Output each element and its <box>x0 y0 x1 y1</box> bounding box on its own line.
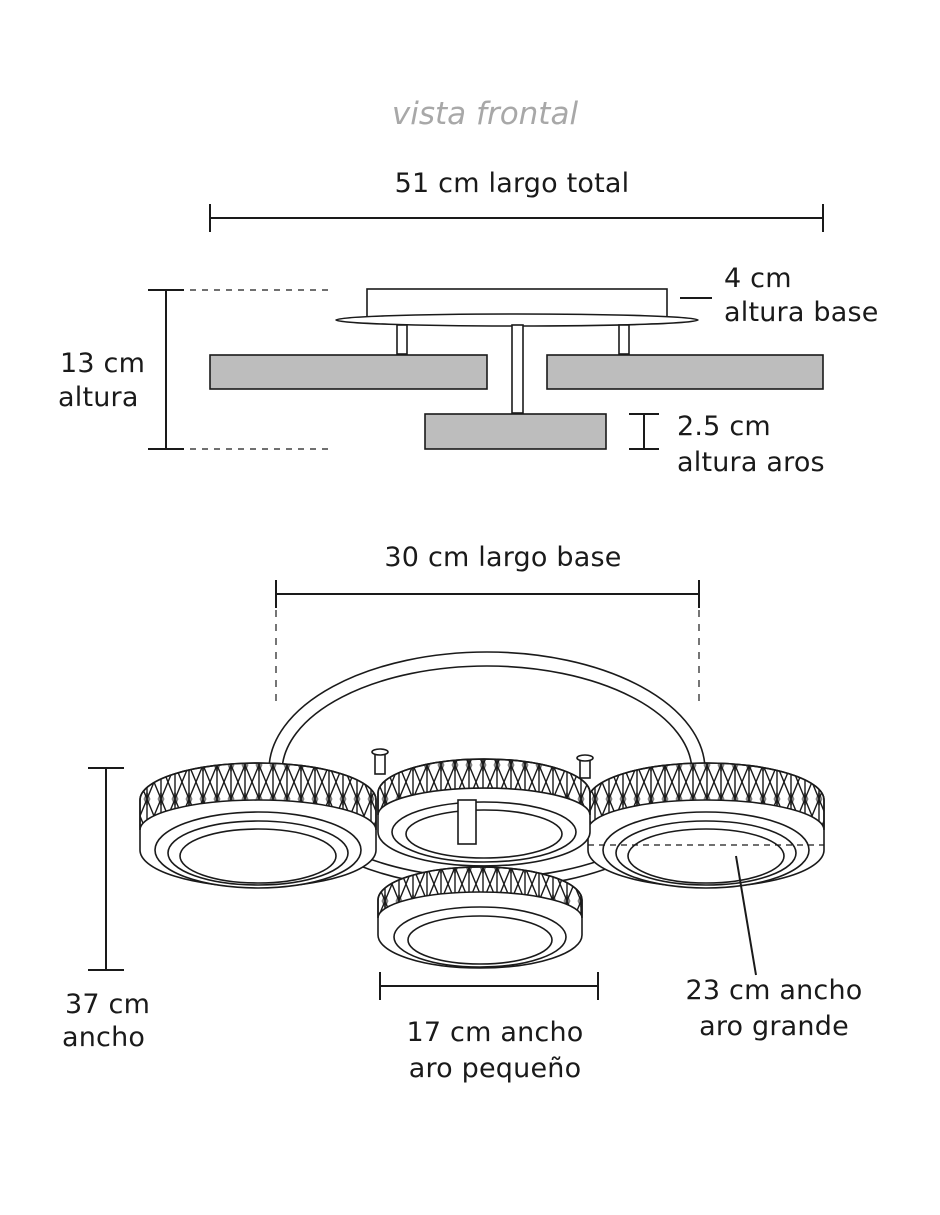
ring-small <box>377 866 583 969</box>
small-ring-label-line1: 17 cm ancho <box>406 1017 584 1048</box>
ring-left <box>139 762 377 889</box>
ring-panel-left <box>209 354 488 390</box>
total-length-label: 51 cm largo total <box>394 168 630 199</box>
small-ring-label-line2: aro pequeño <box>408 1053 582 1084</box>
ring-height-label: altura aros <box>677 447 825 478</box>
height-value: 13 cm <box>60 348 146 379</box>
view-title: vista frontal <box>391 96 579 132</box>
width-value: 37 cm <box>65 989 151 1020</box>
ring-right <box>587 762 825 889</box>
base-length-label: 30 cm largo base <box>384 542 622 573</box>
base-height-value: 4 cm <box>724 263 792 294</box>
front-view <box>148 204 824 450</box>
ring-panel-center <box>424 413 607 450</box>
ring-height-value: 2.5 cm <box>677 411 771 442</box>
base-height-label: altura base <box>724 297 879 328</box>
ring-panel-right <box>546 354 824 390</box>
large-ring-label-line1: 23 cm ancho <box>685 975 863 1006</box>
height-label: altura <box>58 382 139 413</box>
large-ring-label-line2: aro grande <box>699 1011 849 1042</box>
ring-center <box>377 758 591 867</box>
width-label: ancho <box>62 1022 146 1053</box>
perspective-view <box>88 580 825 1000</box>
